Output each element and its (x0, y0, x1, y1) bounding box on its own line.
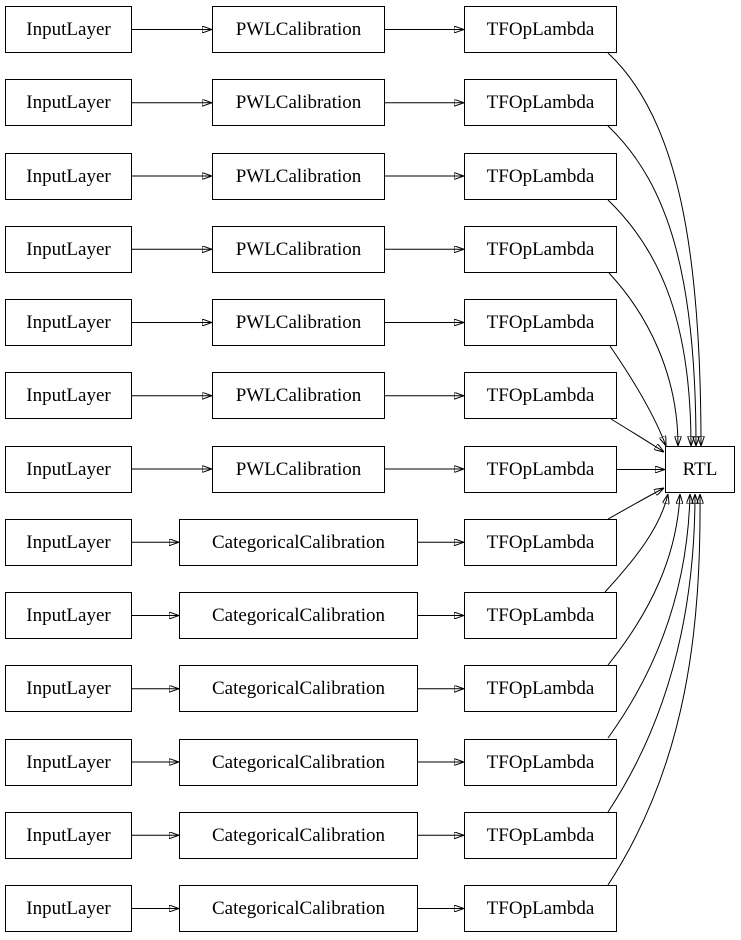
edge-lambda-to-rtl-row-8 (607, 488, 664, 520)
tfoplambda-node-8: TFOpLambda (464, 518, 617, 566)
categorical-calibration-node-9: CategoricalCalibration (179, 592, 418, 639)
input-layer-node-11: InputLayer (5, 738, 132, 786)
edge-lambda-to-rtl-row-12 (607, 494, 695, 813)
pwl-calibration-node-7: PWLCalibration (212, 445, 385, 493)
input-layer-node-4: InputLayer (5, 225, 132, 273)
pwl-calibration-node-4: PWLCalibration (212, 225, 385, 273)
pwl-calibration-node-3: PWLCalibration (212, 152, 385, 200)
tfoplambda-node-5: TFOpLambda (464, 299, 617, 346)
tfoplambda-node-6: TFOpLambda (464, 372, 617, 420)
categorical-calibration-node-11: CategoricalCalibration (179, 738, 418, 786)
pwl-calibration-node-2: PWLCalibration (212, 79, 385, 127)
tfoplambda-node-10: TFOpLambda (464, 665, 617, 713)
input-layer-node-7: InputLayer (5, 445, 132, 493)
input-layer-node-13: InputLayer (5, 885, 132, 932)
tfoplambda-node-12: TFOpLambda (464, 811, 617, 859)
edge-lambda-to-rtl-row-3 (607, 199, 691, 446)
tfoplambda-node-7: TFOpLambda (464, 445, 617, 493)
edge-lambda-to-rtl-row-2 (607, 125, 696, 446)
tfoplambda-node-9: TFOpLambda (464, 592, 617, 639)
tfoplambda-node-4: TFOpLambda (464, 225, 617, 273)
edge-lambda-to-rtl-row-10 (607, 494, 680, 666)
edge-lambda-to-rtl-row-6 (610, 418, 664, 452)
input-layer-node-5: InputLayer (5, 299, 132, 346)
categorical-calibration-node-12: CategoricalCalibration (179, 811, 418, 859)
edge-lambda-to-rtl-row-5 (609, 345, 666, 446)
input-layer-node-12: InputLayer (5, 811, 132, 859)
edge-lambda-to-rtl-row-1 (607, 52, 701, 446)
edge-lambda-to-rtl-row-11 (607, 494, 690, 739)
pwl-calibration-node-1: PWLCalibration (212, 6, 385, 53)
edge-lambda-to-rtl-row-9 (604, 494, 668, 593)
input-layer-node-2: InputLayer (5, 79, 132, 127)
input-layer-node-9: InputLayer (5, 592, 132, 639)
input-layer-node-8: InputLayer (5, 518, 132, 566)
rtl-node: RTL (665, 446, 735, 493)
tfoplambda-node-11: TFOpLambda (464, 738, 617, 786)
pwl-calibration-node-6: PWLCalibration (212, 372, 385, 420)
input-layer-node-1: InputLayer (5, 6, 132, 53)
pwl-calibration-node-5: PWLCalibration (212, 299, 385, 346)
edge-lambda-to-rtl-row-4 (608, 272, 678, 446)
input-layer-node-3: InputLayer (5, 152, 132, 200)
tfoplambda-node-1: TFOpLambda (464, 6, 617, 53)
input-layer-node-6: InputLayer (5, 372, 132, 420)
categorical-calibration-node-13: CategoricalCalibration (179, 885, 418, 932)
input-layer-node-10: InputLayer (5, 665, 132, 713)
tfoplambda-node-13: TFOpLambda (464, 885, 617, 932)
categorical-calibration-node-10: CategoricalCalibration (179, 665, 418, 713)
tfoplambda-node-3: TFOpLambda (464, 152, 617, 200)
tfoplambda-node-2: TFOpLambda (464, 79, 617, 127)
categorical-calibration-node-8: CategoricalCalibration (179, 518, 418, 566)
edge-lambda-to-rtl-row-13 (607, 494, 700, 886)
